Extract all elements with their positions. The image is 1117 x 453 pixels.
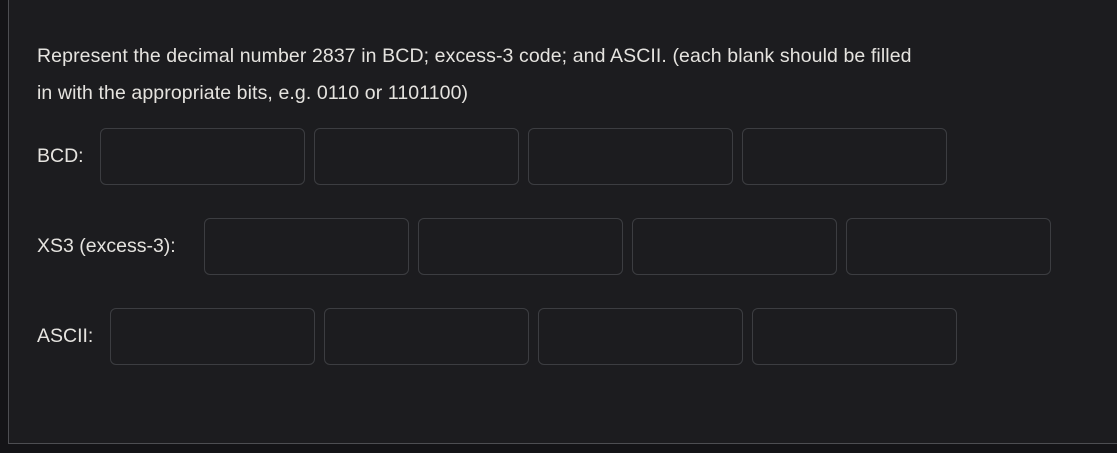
ascii-input-1[interactable] [110,308,315,365]
question-text: Represent the decimal number 2837 in BCD… [37,38,1087,112]
bcd-row: BCD: [37,128,1087,185]
ascii-row: ASCII: [37,308,1087,365]
question-line-1: Represent the decimal number 2837 in BCD… [37,45,912,67]
bcd-input-1[interactable] [100,128,305,185]
ascii-input-2[interactable] [324,308,529,365]
bcd-input-4[interactable] [742,128,947,185]
xs3-row: XS3 (excess-3): [37,218,1087,275]
xs3-input-4[interactable] [846,218,1051,275]
bcd-input-3[interactable] [528,128,733,185]
question-line-2: in with the appropriate bits, e.g. 0110 … [37,82,469,104]
question-panel: Represent the decimal number 2837 in BCD… [8,0,1117,444]
ascii-label: ASCII: [37,325,94,347]
ascii-input-3[interactable] [538,308,743,365]
xs3-label: XS3 (excess-3): [37,235,176,257]
xs3-input-3[interactable] [632,218,837,275]
ascii-input-4[interactable] [752,308,957,365]
bcd-label: BCD: [37,145,84,167]
xs3-input-2[interactable] [418,218,623,275]
xs3-input-1[interactable] [204,218,409,275]
bcd-input-2[interactable] [314,128,519,185]
